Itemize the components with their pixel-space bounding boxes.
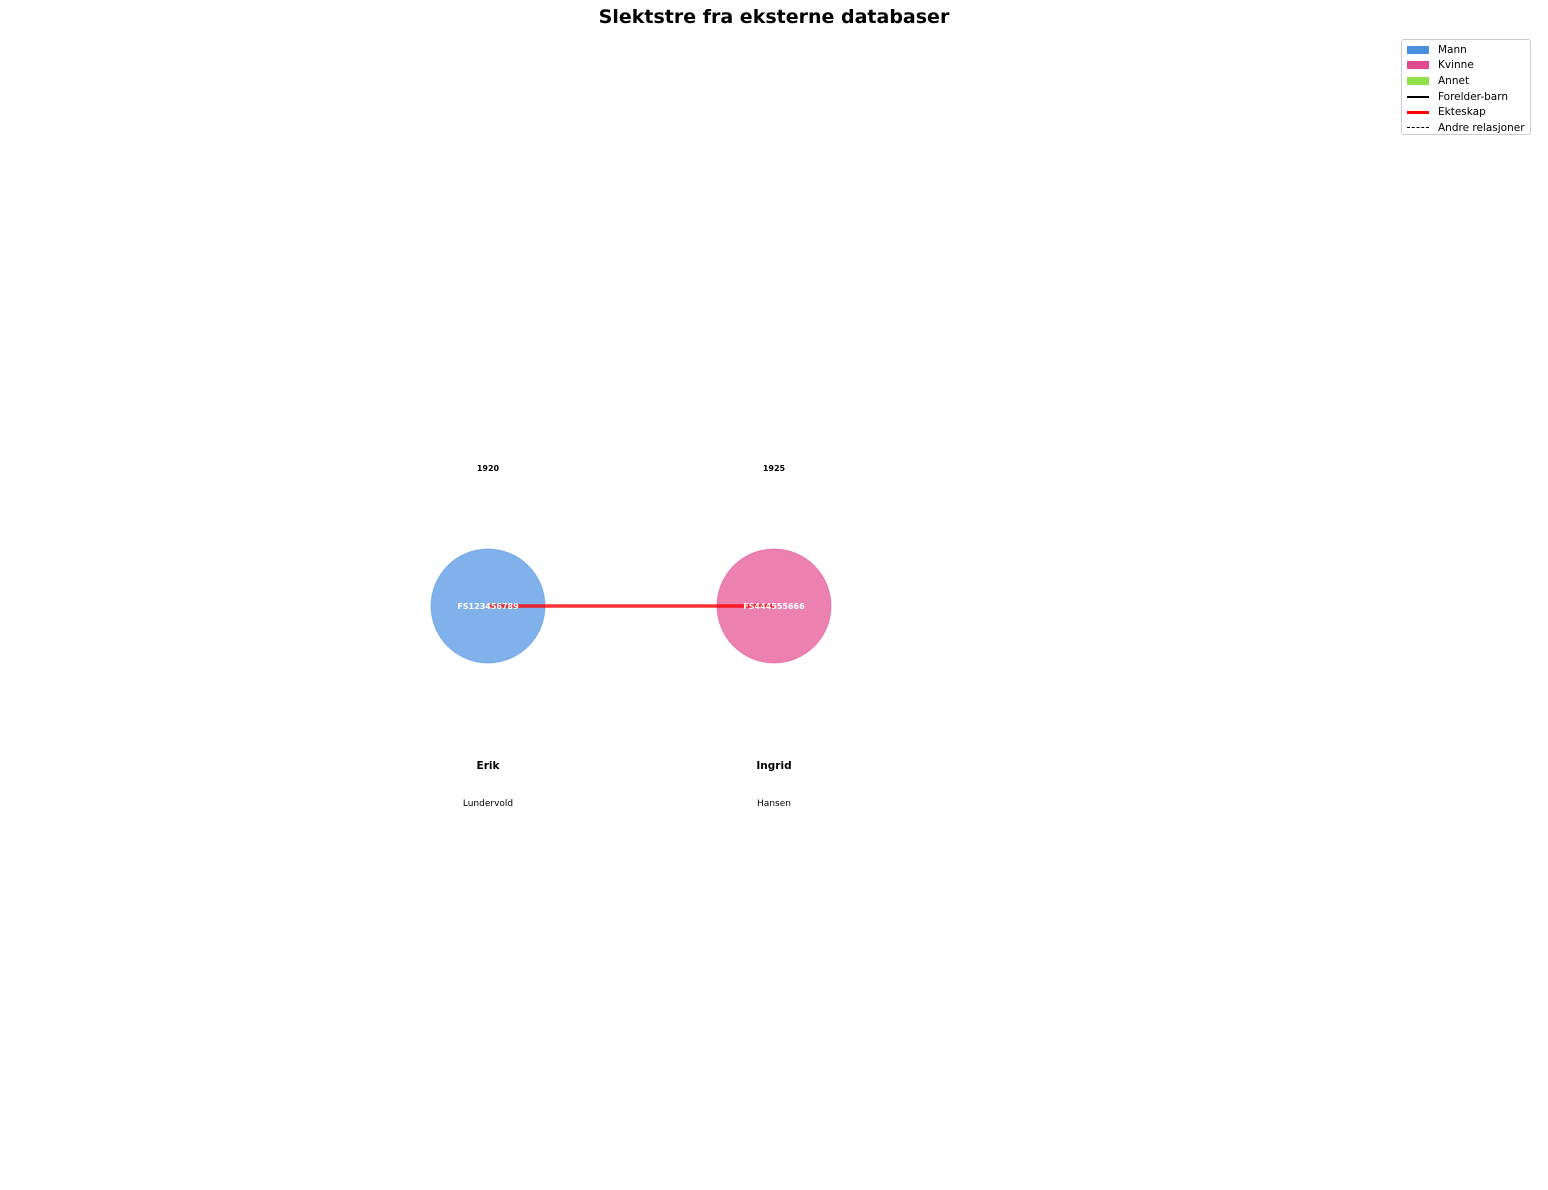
legend-label: Mann [1438, 43, 1467, 56]
legend-swatch [1407, 60, 1429, 70]
legend-swatch [1407, 45, 1429, 55]
legend-swatch [1407, 107, 1429, 117]
legend-label: Andre relasjoner [1438, 121, 1525, 134]
legend-label: Kvinne [1438, 59, 1474, 72]
legend-label: Forelder-barn [1438, 90, 1508, 103]
legend-item: Kvinne [1402, 58, 1530, 74]
birth-year-label: 1920 [477, 464, 500, 473]
first-name-label: Erik [477, 760, 501, 772]
legend-swatch [1407, 76, 1429, 86]
legend-item: Forelder-barn [1402, 89, 1530, 105]
legend-swatch [1407, 123, 1429, 133]
person-id-label: FS123456789 [457, 602, 519, 611]
legend-item: Ekteskap [1402, 104, 1530, 120]
legend-label: Annet [1438, 74, 1470, 87]
birth-year-label: 1925 [763, 464, 786, 473]
legend-label: Ekteskap [1438, 106, 1486, 119]
last-name-label: Hansen [757, 799, 791, 809]
legend-item: Mann [1402, 42, 1530, 58]
first-name-label: Ingrid [756, 760, 791, 772]
legend-swatch [1407, 92, 1429, 102]
legend-item: Annet [1402, 73, 1530, 89]
last-name-label: Lundervold [463, 799, 513, 809]
legend-item: Andre relasjoner [1402, 120, 1530, 136]
person-id-label: FS444555666 [743, 602, 805, 611]
chart-title: Slektstre fra eksterne databaser [598, 6, 950, 28]
